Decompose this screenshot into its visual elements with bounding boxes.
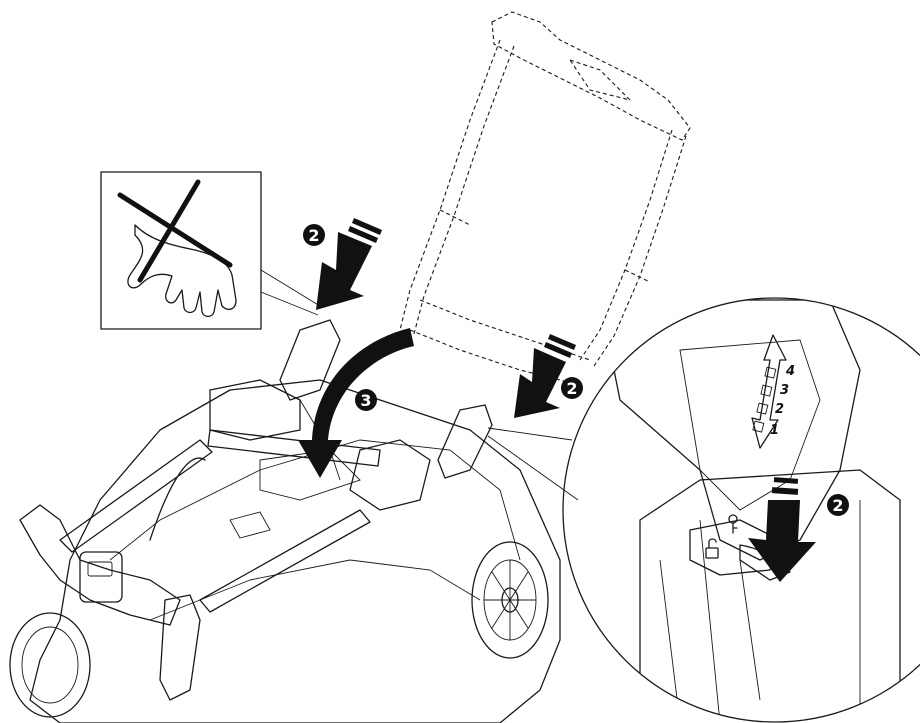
step-badge-detail: 2 (827, 494, 849, 516)
step-number: 2 (832, 496, 843, 515)
height-label-4: 4 (785, 364, 795, 379)
press-down-arrow-right (514, 334, 576, 418)
fold-curved-arrow (298, 328, 414, 478)
step-badge-left: 2 (303, 224, 325, 246)
step-number: 3 (360, 391, 371, 410)
detail-magnifier: 4 3 2 1 (487, 297, 920, 723)
step-number: 2 (566, 379, 577, 398)
key-icon (728, 514, 738, 534)
crossed-hand-icon (117, 179, 237, 318)
press-down-arrow-detail (748, 477, 816, 582)
step-badge-right: 2 (561, 377, 583, 399)
front-wheel (9, 612, 91, 718)
height-scale: 4 3 2 1 (751, 334, 795, 449)
step-number: 2 (308, 226, 319, 245)
press-down-arrow-left (316, 218, 382, 310)
folded-handle-frame (19, 319, 493, 701)
open-padlock-icon (705, 538, 719, 559)
height-label-2: 2 (775, 402, 784, 417)
step-badge-fold: 3 (355, 389, 377, 411)
mower-deck (29, 379, 561, 723)
height-label-3: 3 (780, 383, 789, 398)
warning-inset (100, 171, 321, 330)
height-label-1: 1 (770, 423, 779, 438)
handle-upright-dashed (399, 11, 691, 386)
rear-wheel (471, 541, 549, 659)
